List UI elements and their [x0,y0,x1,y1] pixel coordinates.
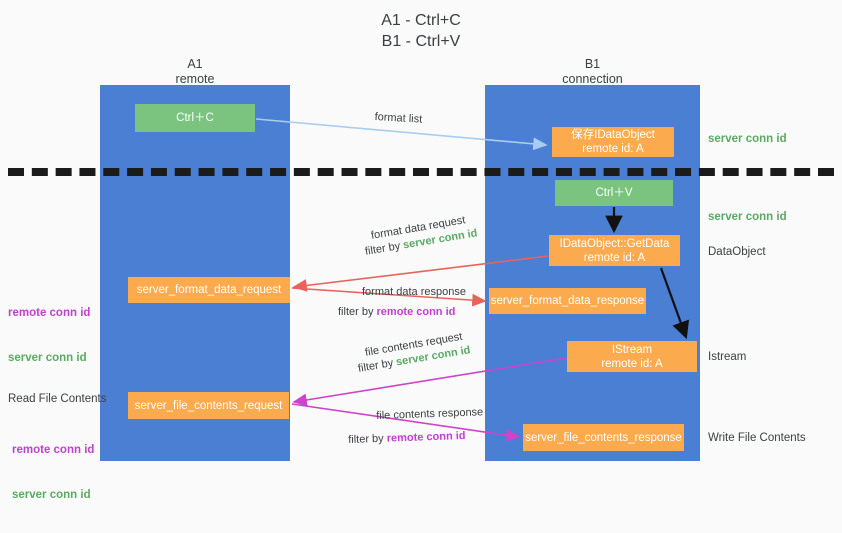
label-file-contents-response: file contents response [376,406,484,422]
label-format-data-response-filter: filter by remote conn id [338,305,455,320]
page-title: A1 - Ctrl+C B1 - Ctrl+V [381,12,461,50]
note-write-file-contents: Write File Contents [708,432,806,444]
label-format-list: format list [374,110,423,126]
note-remote-conn-id-bottom: remote conn id [12,444,95,456]
note-istream: Istream [708,351,747,363]
filter-prefix: filter by [364,239,405,258]
column-header-b1: B1 connection [562,57,623,86]
filter-value-remote-conn-id: remote conn id [386,429,466,445]
note-conn-ids-bottom: remote conn id server conn id [12,413,94,533]
note-remote-conn-id: remote conn id [8,307,91,319]
note-conn-ids-middle: remote conn id server conn id [8,276,90,396]
box-server-format-data-response[interactable]: server_format_data_response [489,288,646,314]
box-server-file-contents-response[interactable]: server_file_contents_response [523,424,684,451]
label-file-contents-response-filter: filter by remote conn id [348,429,466,448]
box-ctrl-c[interactable]: Ctrl＋C [135,104,255,132]
note-read-file-contents: Read File Contents [8,393,107,405]
filter-prefix: filter by [357,356,398,375]
filter-prefix: filter by [348,432,387,446]
diagram-canvas: A1 - Ctrl+C B1 - Ctrl+V A1 remote B1 con… [8,12,834,501]
filter-prefix: filter by [338,306,377,318]
box-ctrl-v[interactable]: Ctrl＋V [555,180,673,206]
box-istream[interactable]: IStream remote id: A [567,341,697,372]
note-dataobject: DataObject [708,246,766,258]
box-idataobject[interactable]: 保存IDataObject remote id: A [552,127,674,157]
note-server-conn-id: server conn id [8,352,87,364]
column-header-a1: A1 remote [175,57,215,86]
note-server-conn-id-top: server conn id [708,133,787,145]
note-server-conn-id-second: server conn id [708,211,787,223]
note-server-conn-id-bottom: server conn id [12,489,91,501]
label-format-data-response: format data response [362,286,466,298]
box-server-file-contents-request[interactable]: server_file_contents_request [128,392,289,419]
box-server-format-data-request[interactable]: server_format_data_request [128,277,290,303]
dashed-separator-line [8,168,834,176]
filter-value-remote-conn-id: remote conn id [376,306,456,318]
box-idataobject-getdata[interactable]: IDataObject::GetData remote id: A [549,235,680,266]
